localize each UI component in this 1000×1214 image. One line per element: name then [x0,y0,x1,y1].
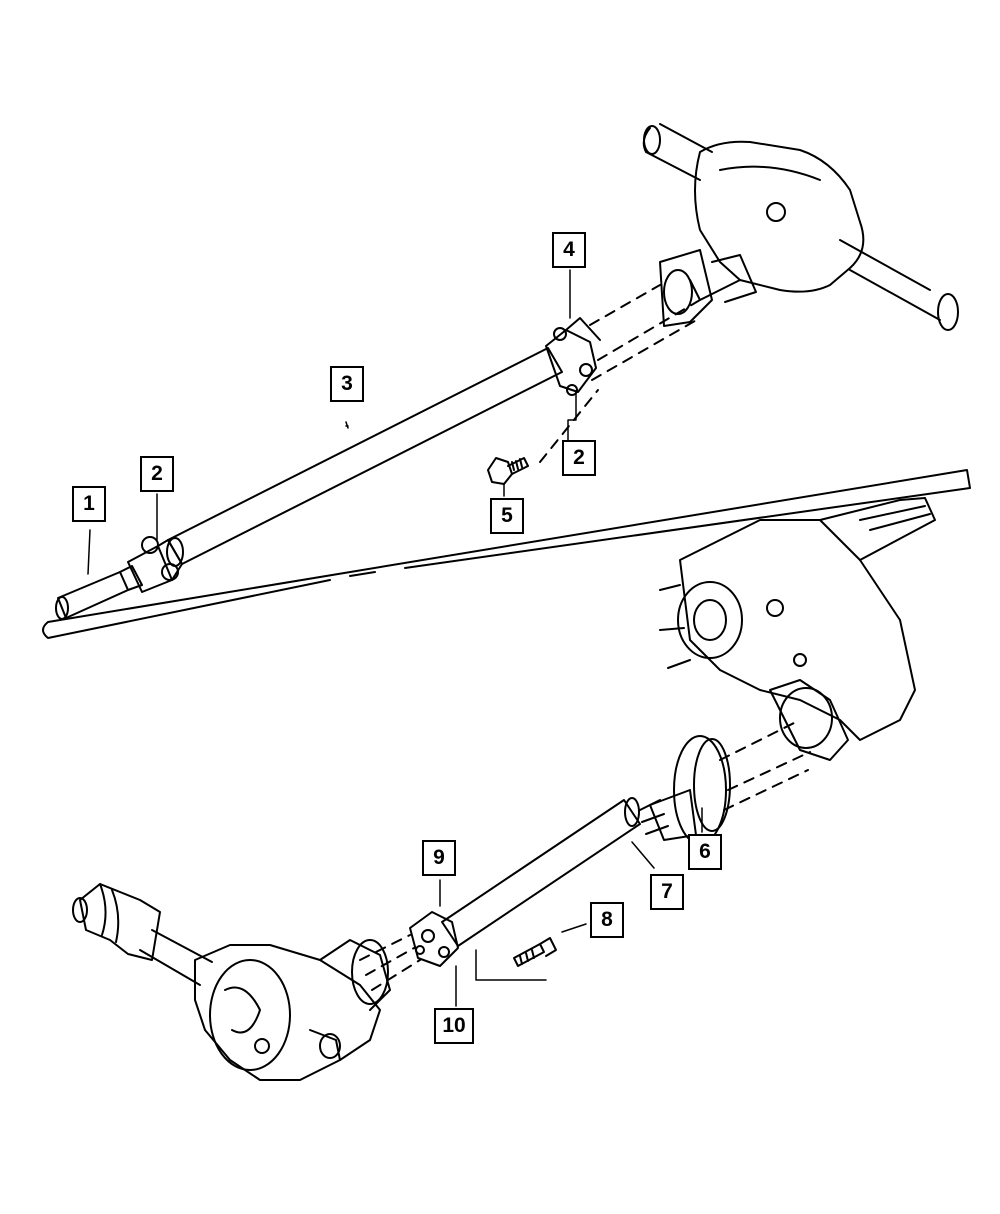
front-universal-joint [127,536,183,593]
transfer-case [659,497,936,761]
front-cv-joint [639,735,731,845]
callout-10: 10 [434,1008,474,1044]
callout-4: 4 [552,232,586,268]
callout-7: 7 [650,874,684,910]
rear-axle-assembly [642,123,959,331]
callout-9: 9 [422,840,456,876]
rear-universal-joint [545,317,601,396]
lower-alignment-lines [359,719,811,991]
callout-2-front-joint: 2 [140,456,174,492]
callout-5: 5 [490,498,524,534]
flange-bolt [487,457,529,485]
callout-leaders [87,269,703,1007]
front-flange-joint [409,911,459,967]
callout-1: 1 [72,486,106,522]
front-flange-bolt [513,937,557,967]
upper-separator-line [42,469,971,639]
callout-6: 6 [688,834,722,870]
transmission-output-shaft [55,565,143,620]
callout-8: 8 [590,902,624,938]
callout-3: 3 [330,366,364,402]
front-driveshaft-tube [441,797,641,947]
front-axle-assembly [72,883,391,1081]
upper-alignment-lines [539,284,701,463]
callout-2-rear-joint: 2 [562,440,596,476]
